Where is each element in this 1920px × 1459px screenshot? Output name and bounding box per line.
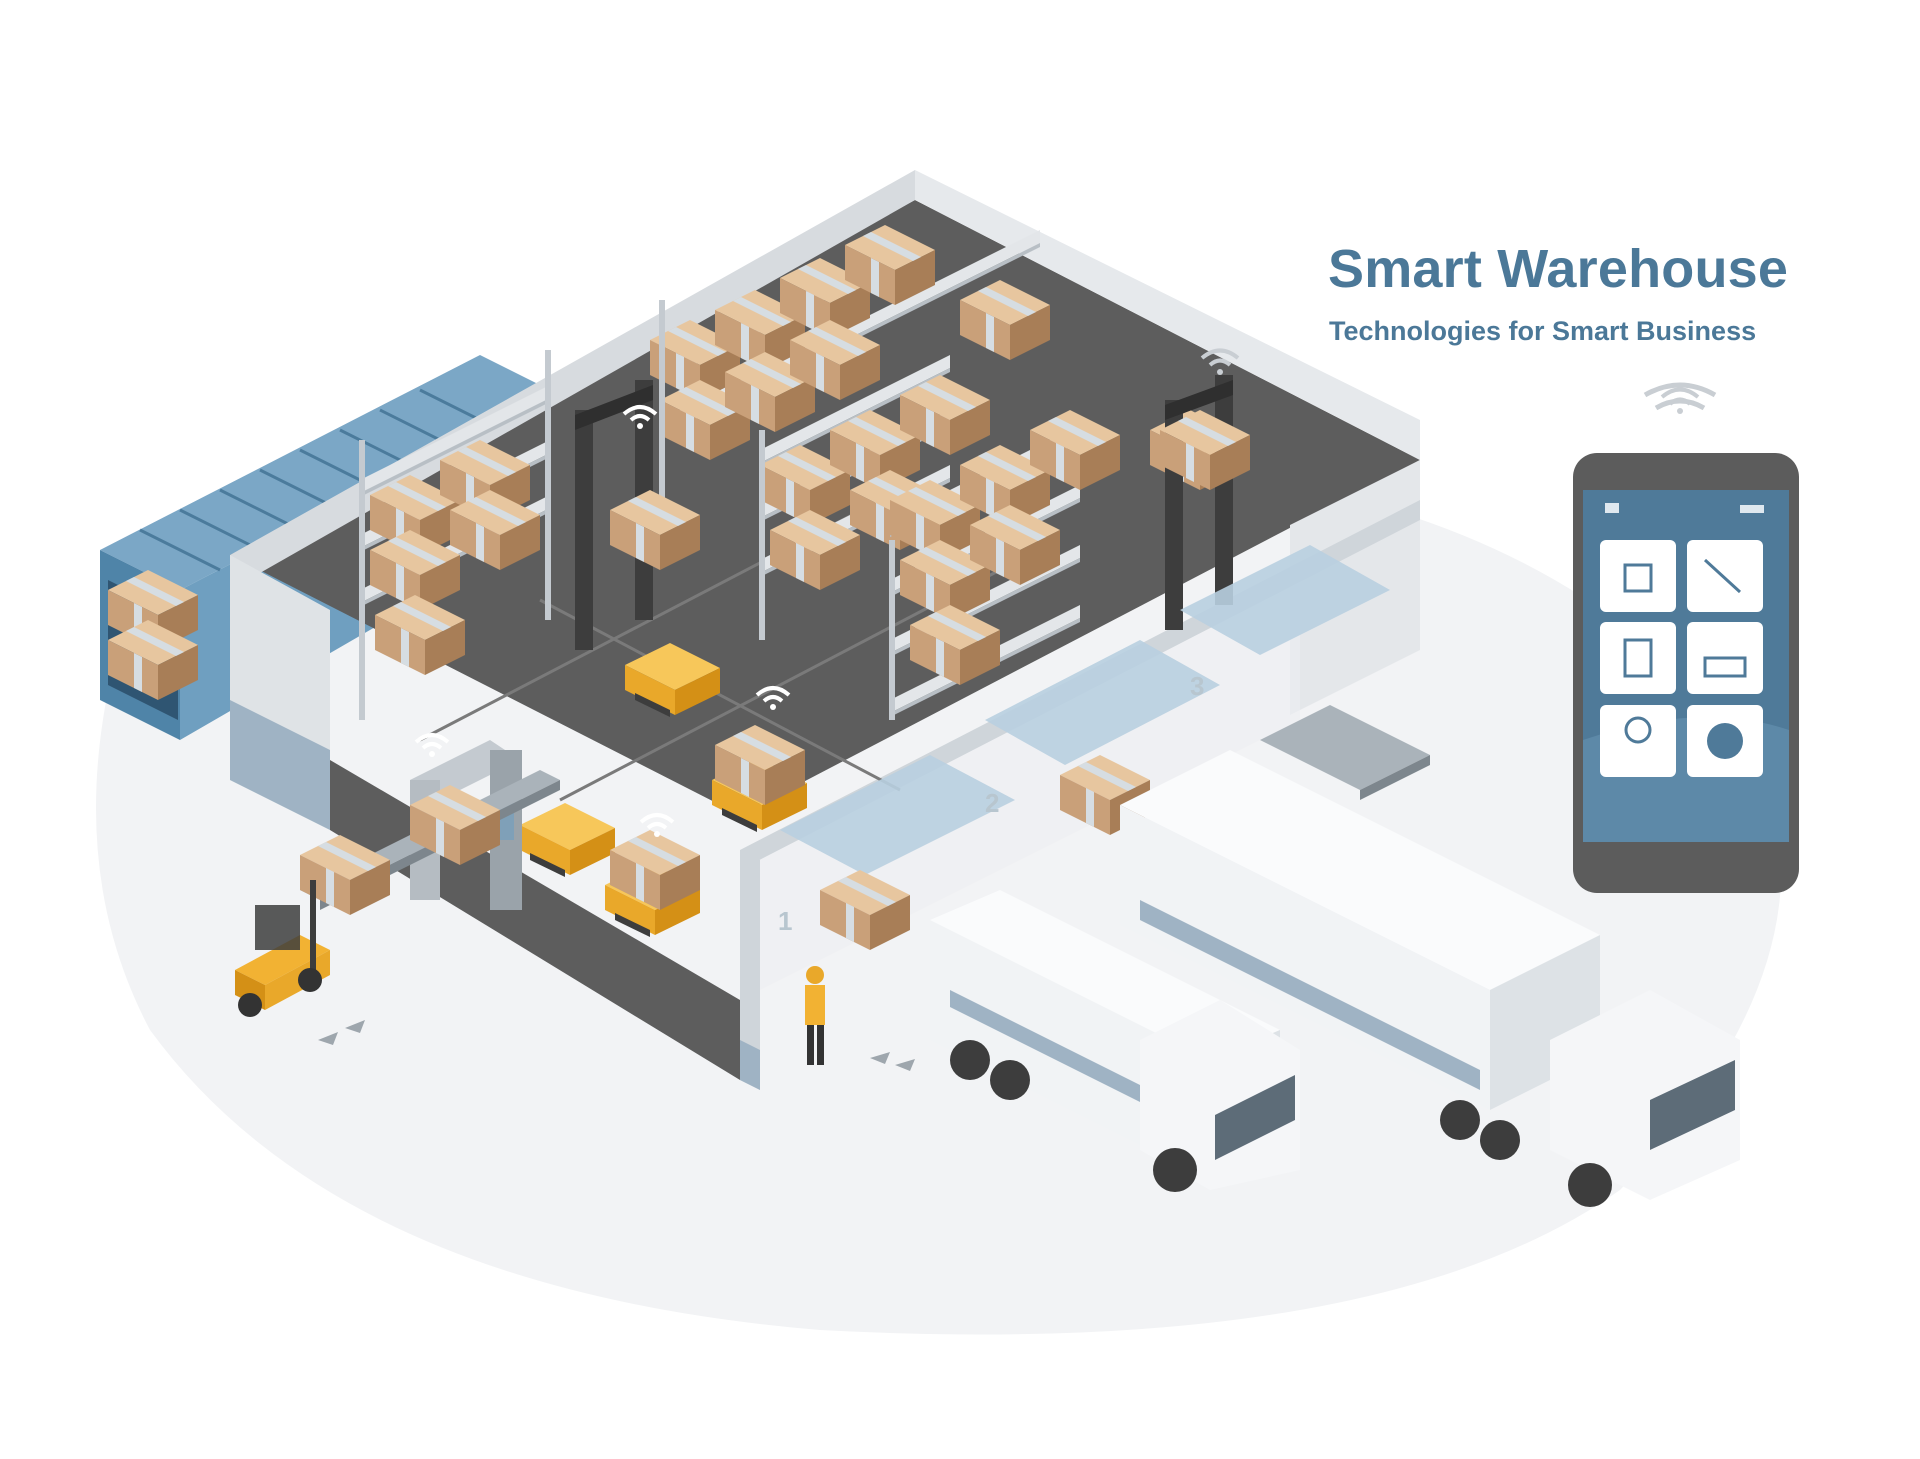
app-tile-4 (1687, 622, 1763, 694)
gantry-crane-left (575, 380, 700, 650)
shelving-rack-right (889, 410, 1240, 720)
page-subtitle: Technologies for Smart Business (1329, 316, 1757, 346)
truck-trailer (1120, 750, 1740, 1207)
shelving-rack-middle (759, 355, 990, 640)
dock-canopies (780, 545, 1390, 875)
conveyor-dock-3 (1260, 705, 1430, 800)
truck-rigid (930, 890, 1300, 1192)
shelving-rack-back (650, 225, 1050, 510)
app-tile-6 (1687, 705, 1763, 777)
dock-number-2: 2 (985, 788, 999, 818)
conveyor-inbound (300, 770, 560, 915)
warehouse-worker (805, 966, 825, 1065)
app-tile-1 (1600, 540, 1676, 612)
shelving-rack-left (359, 350, 551, 720)
app-tile-5 (1600, 705, 1676, 777)
app-tile-2 (1687, 540, 1763, 612)
app-tile-3 (1600, 622, 1676, 694)
page-title: Smart Warehouse (1328, 239, 1789, 299)
forklift (235, 880, 330, 1017)
gantry-crane-right (1160, 348, 1250, 630)
smartphone (1573, 382, 1799, 893)
dock-number-3: 3 (1190, 671, 1204, 701)
dock-number-1: 1 (778, 906, 792, 936)
